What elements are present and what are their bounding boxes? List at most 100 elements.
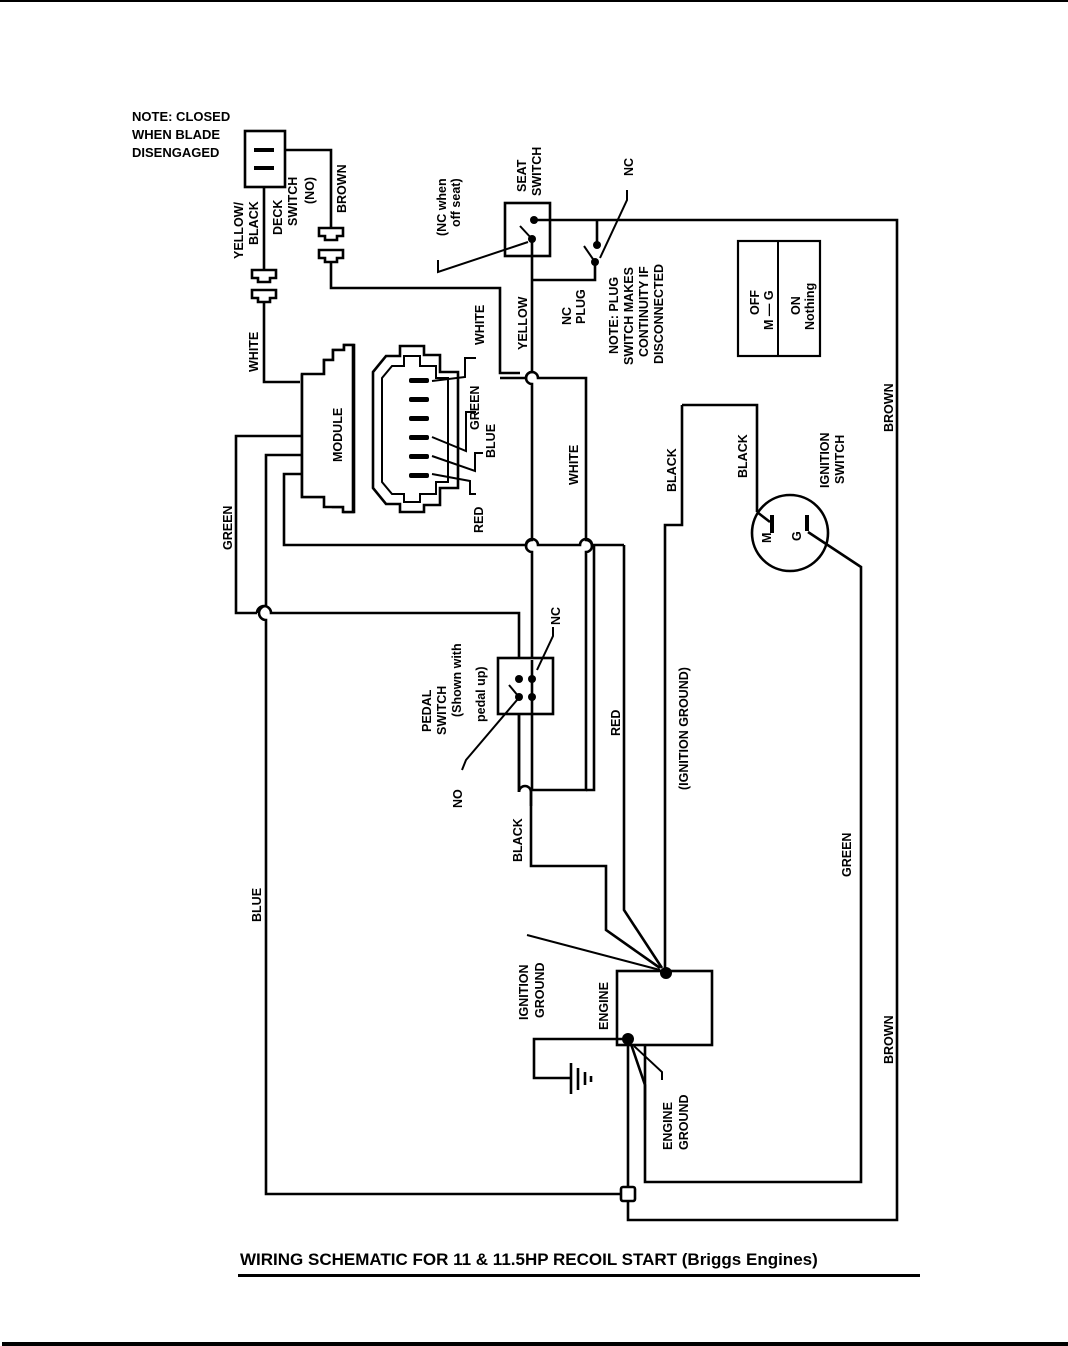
wire-green-module xyxy=(234,434,302,615)
label-black-ign: BLACK xyxy=(736,434,750,478)
deck-switch-body xyxy=(243,129,287,189)
bullet-connector xyxy=(317,226,345,264)
label-pedal-switch-3: (Shown with xyxy=(450,643,464,717)
pointer-green xyxy=(431,411,476,453)
label-white-mid: WHITE xyxy=(567,445,581,485)
label-green-module: GREEN xyxy=(221,506,235,550)
label-brown-deck: BROWN xyxy=(335,164,349,213)
wire-white-module xyxy=(262,310,300,384)
label-seat-nc-note-2: off seat) xyxy=(449,178,463,227)
ground-symbol-icon xyxy=(569,1063,593,1094)
pointer-plug-nc xyxy=(599,190,628,259)
label-plug-note-3: CONTINUITY IF xyxy=(637,266,651,357)
wire-blue xyxy=(257,453,622,1196)
label-engine-ground-1: ENGINE xyxy=(661,1102,675,1150)
wire-nc-plug-bottom xyxy=(533,262,597,282)
label-yellow-black-2: BLACK xyxy=(247,201,261,245)
nc-plug-terminal xyxy=(593,241,601,249)
wire-brown-deck xyxy=(285,148,333,228)
wire-black-ign xyxy=(682,403,759,512)
wire-black-pedal xyxy=(529,790,661,970)
label-connector-blue: BLUE xyxy=(484,424,498,458)
label-ignition-switch-1: IGNITION xyxy=(818,432,832,488)
connector-pin xyxy=(409,473,429,478)
label-module: MODULE xyxy=(331,408,345,462)
label-ignition-switch-2: SWITCH xyxy=(833,435,847,484)
ignition-m-terminal xyxy=(770,515,774,533)
ignition-switch-body xyxy=(750,493,830,573)
pointer-blue xyxy=(431,452,483,473)
label-yellow-black-1: YELLOW/ xyxy=(232,202,246,259)
bottom-rule xyxy=(2,1342,1068,1346)
wire-engine-ground-2 xyxy=(629,1043,647,1120)
deck-note-line-1: NOTE: CLOSED xyxy=(132,109,230,124)
pedal-switch-terminal xyxy=(515,675,523,683)
wire-red xyxy=(586,545,596,792)
six-pin-connector xyxy=(371,344,460,514)
label-deck-switch-1: DECK xyxy=(271,200,285,235)
terminal-block xyxy=(619,1185,637,1203)
ignition-g-terminal xyxy=(805,515,809,531)
pointer-pedal-nc xyxy=(536,627,554,671)
label-plug-note-1: NOTE: PLUG xyxy=(607,277,621,354)
wire-brown-right xyxy=(534,218,899,1222)
deck-note-line-3: DISENGAGED xyxy=(132,145,219,160)
top-rule xyxy=(0,0,1068,2)
label-white-module: WHITE xyxy=(247,332,261,372)
connector-pin xyxy=(409,397,429,402)
wire-ground-strap xyxy=(532,1037,628,1080)
table-on-value: Nothing xyxy=(803,283,817,330)
deck-switch-contact xyxy=(254,148,274,152)
wire-red-module xyxy=(282,472,519,547)
label-nc-plug-2: PLUG xyxy=(574,289,588,324)
connector-pin xyxy=(409,416,429,421)
table-on-label: ON xyxy=(789,296,803,315)
engine-body xyxy=(615,969,714,1047)
pointer-red xyxy=(431,473,476,495)
label-brown-right: BROWN xyxy=(882,383,896,432)
label-ignition-m: M xyxy=(760,533,774,543)
wire-pedal-link xyxy=(517,714,533,806)
label-connector-red: RED xyxy=(472,507,486,533)
label-nc-plug-1: NC xyxy=(560,307,574,325)
wire-brown-to-seat xyxy=(329,262,520,375)
pedal-switch-blade xyxy=(508,684,520,698)
label-engine-ground-2: GROUND xyxy=(677,1094,691,1150)
deck-switch-contact xyxy=(254,166,274,170)
wire-ign-m xyxy=(756,510,771,524)
pointer-white xyxy=(431,357,476,382)
label-yellow: YELLOW xyxy=(516,296,530,350)
bullet-connector xyxy=(250,265,278,310)
nc-plug-blade xyxy=(583,245,596,263)
table-off-value: M — G xyxy=(762,290,776,330)
label-plug-note-2: SWITCH MAKES xyxy=(622,267,636,365)
label-blue: BLUE xyxy=(250,888,264,922)
label-ignition-ground-2: GROUND xyxy=(533,962,547,1018)
label-pedal-nc: NC xyxy=(549,607,563,625)
label-ignition-g: G xyxy=(790,531,804,541)
wire-red-to-engine xyxy=(622,545,664,969)
label-engine: ENGINE xyxy=(597,982,611,1030)
label-deck-switch-3: (NO) xyxy=(303,177,317,204)
pointer-pedal-no xyxy=(461,699,518,771)
wire-white-mid xyxy=(500,370,594,792)
table-off-label: OFF xyxy=(748,290,762,315)
label-connector-green: GREEN xyxy=(468,386,482,430)
label-plug-note-4: DISCONNECTED xyxy=(652,264,666,364)
module-outline xyxy=(300,343,355,514)
label-pedal-switch-1: PEDAL xyxy=(420,689,434,732)
seat-switch-blade xyxy=(519,225,533,240)
label-deck-switch-2: SWITCH xyxy=(286,177,300,226)
caption-underline xyxy=(238,1274,920,1277)
pedal-switch-body xyxy=(496,656,555,716)
label-pedal-no: NO xyxy=(451,789,465,808)
wire-red-crossover xyxy=(519,537,594,547)
label-ignition-ground-wire: (IGNITION GROUND) xyxy=(677,667,691,790)
label-black-top: BLACK xyxy=(665,448,679,492)
label-brown-bottom: BROWN xyxy=(882,1015,896,1064)
connector-pin xyxy=(409,378,429,383)
deck-note-line-2: WHEN BLADE xyxy=(132,127,220,142)
connector-pin xyxy=(409,454,429,459)
label-green-right: GREEN xyxy=(840,833,854,877)
